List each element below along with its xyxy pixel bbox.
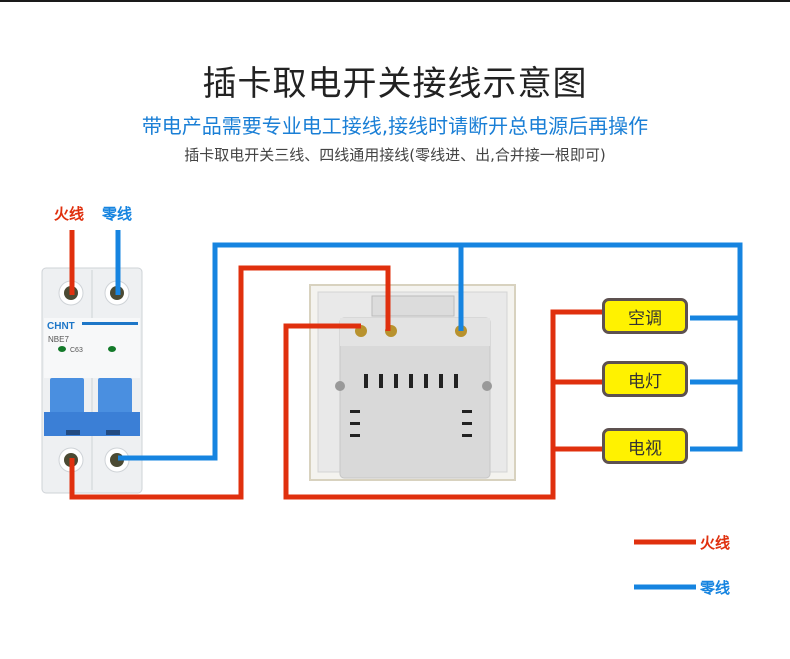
card-switch bbox=[309, 284, 516, 481]
breaker-rating: C63 bbox=[70, 347, 83, 354]
live-switch-out-wire bbox=[283, 309, 602, 500]
circuit-breaker: CHNT NBE7 C63 bbox=[41, 267, 143, 494]
legend-live-label: 火线 bbox=[700, 534, 731, 552]
note-subtitle: 插卡取电开关三线、四线通用接线(零线进、出,合并接一根即可) bbox=[184, 146, 606, 164]
breaker-toggle[interactable] bbox=[44, 412, 140, 436]
breaker-model: NBE7 bbox=[48, 335, 69, 344]
neutral-wires bbox=[115, 230, 743, 461]
live-wires bbox=[69, 230, 602, 500]
top-border bbox=[0, 0, 790, 2]
live-switch-in-wire bbox=[69, 265, 391, 500]
page-title: 插卡取电开关接线示意图 bbox=[202, 64, 588, 104]
load-light: 电灯 bbox=[602, 361, 688, 397]
legend-neutral-label: 零线 bbox=[700, 579, 731, 597]
neutral-wire-label: 零线 bbox=[102, 205, 133, 223]
live-wire-label: 火线 bbox=[54, 205, 85, 223]
load-tv: 电视 bbox=[602, 428, 688, 464]
neutral-bus-wire bbox=[118, 242, 743, 461]
warning-subtitle: 带电产品需要专业电工接线,接线时请断开总电源后再操作 bbox=[141, 114, 649, 138]
load-aircon: 空调 bbox=[602, 298, 688, 334]
breaker-brand: CHNT bbox=[47, 321, 75, 332]
